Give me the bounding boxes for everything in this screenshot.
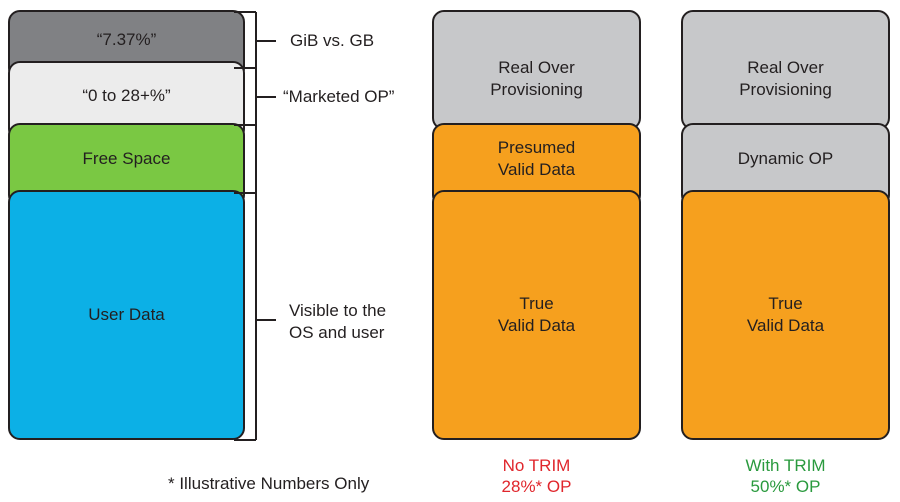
with-trim-real-op-line2: Provisioning xyxy=(739,80,832,99)
gib-overhead-label: “7.37%” xyxy=(96,30,157,49)
with-trim-real-op-block: Real Over Provisioning xyxy=(681,10,890,130)
user-data-label: User Data xyxy=(88,305,165,324)
marketed-op-note: “Marketed OP” xyxy=(283,87,395,106)
visible-note-line2: OS and user xyxy=(289,323,385,342)
visible-note: Visible to the OS and user xyxy=(289,300,386,344)
with-trim-true-data-block: True Valid Data xyxy=(681,190,890,440)
marketed-op-label: “0 to 28+%” xyxy=(82,86,171,105)
no-trim-presumed-line2: Valid Data xyxy=(497,160,576,179)
with-trim-caption: With TRIM 50%* OP xyxy=(681,455,890,497)
no-trim-real-op-block: Real Over Provisioning xyxy=(432,10,641,130)
with-trim-caption-line1: With TRIM xyxy=(745,456,826,475)
footnote: * Illustrative Numbers Only xyxy=(168,474,370,493)
with-trim-caption-line2: 50%* OP xyxy=(750,477,821,496)
no-trim-presumed-line1: Presumed xyxy=(497,138,576,157)
user-data-block: User Data xyxy=(8,190,245,440)
no-trim-caption-line2: 28%* OP xyxy=(501,477,572,496)
free-space-label: Free Space xyxy=(82,149,171,168)
no-trim-caption-line1: No TRIM xyxy=(502,456,571,475)
no-trim-caption: No TRIM 28%* OP xyxy=(432,455,641,497)
gib-vs-gb-note: GiB vs. GB xyxy=(290,31,375,50)
with-trim-true-line2: Valid Data xyxy=(746,316,825,335)
no-trim-real-op-line2: Provisioning xyxy=(490,80,583,99)
with-trim-true-line1: True xyxy=(768,294,803,313)
no-trim-real-op-line1: Real Over xyxy=(498,58,575,77)
no-trim-true-line2: Valid Data xyxy=(497,316,576,335)
visible-note-line1: Visible to the xyxy=(289,301,387,320)
with-trim-real-op-line1: Real Over xyxy=(747,58,824,77)
no-trim-true-data-block: True Valid Data xyxy=(432,190,641,440)
no-trim-true-line1: True xyxy=(519,294,554,313)
with-trim-dynamic-op-label: Dynamic OP xyxy=(737,149,834,168)
